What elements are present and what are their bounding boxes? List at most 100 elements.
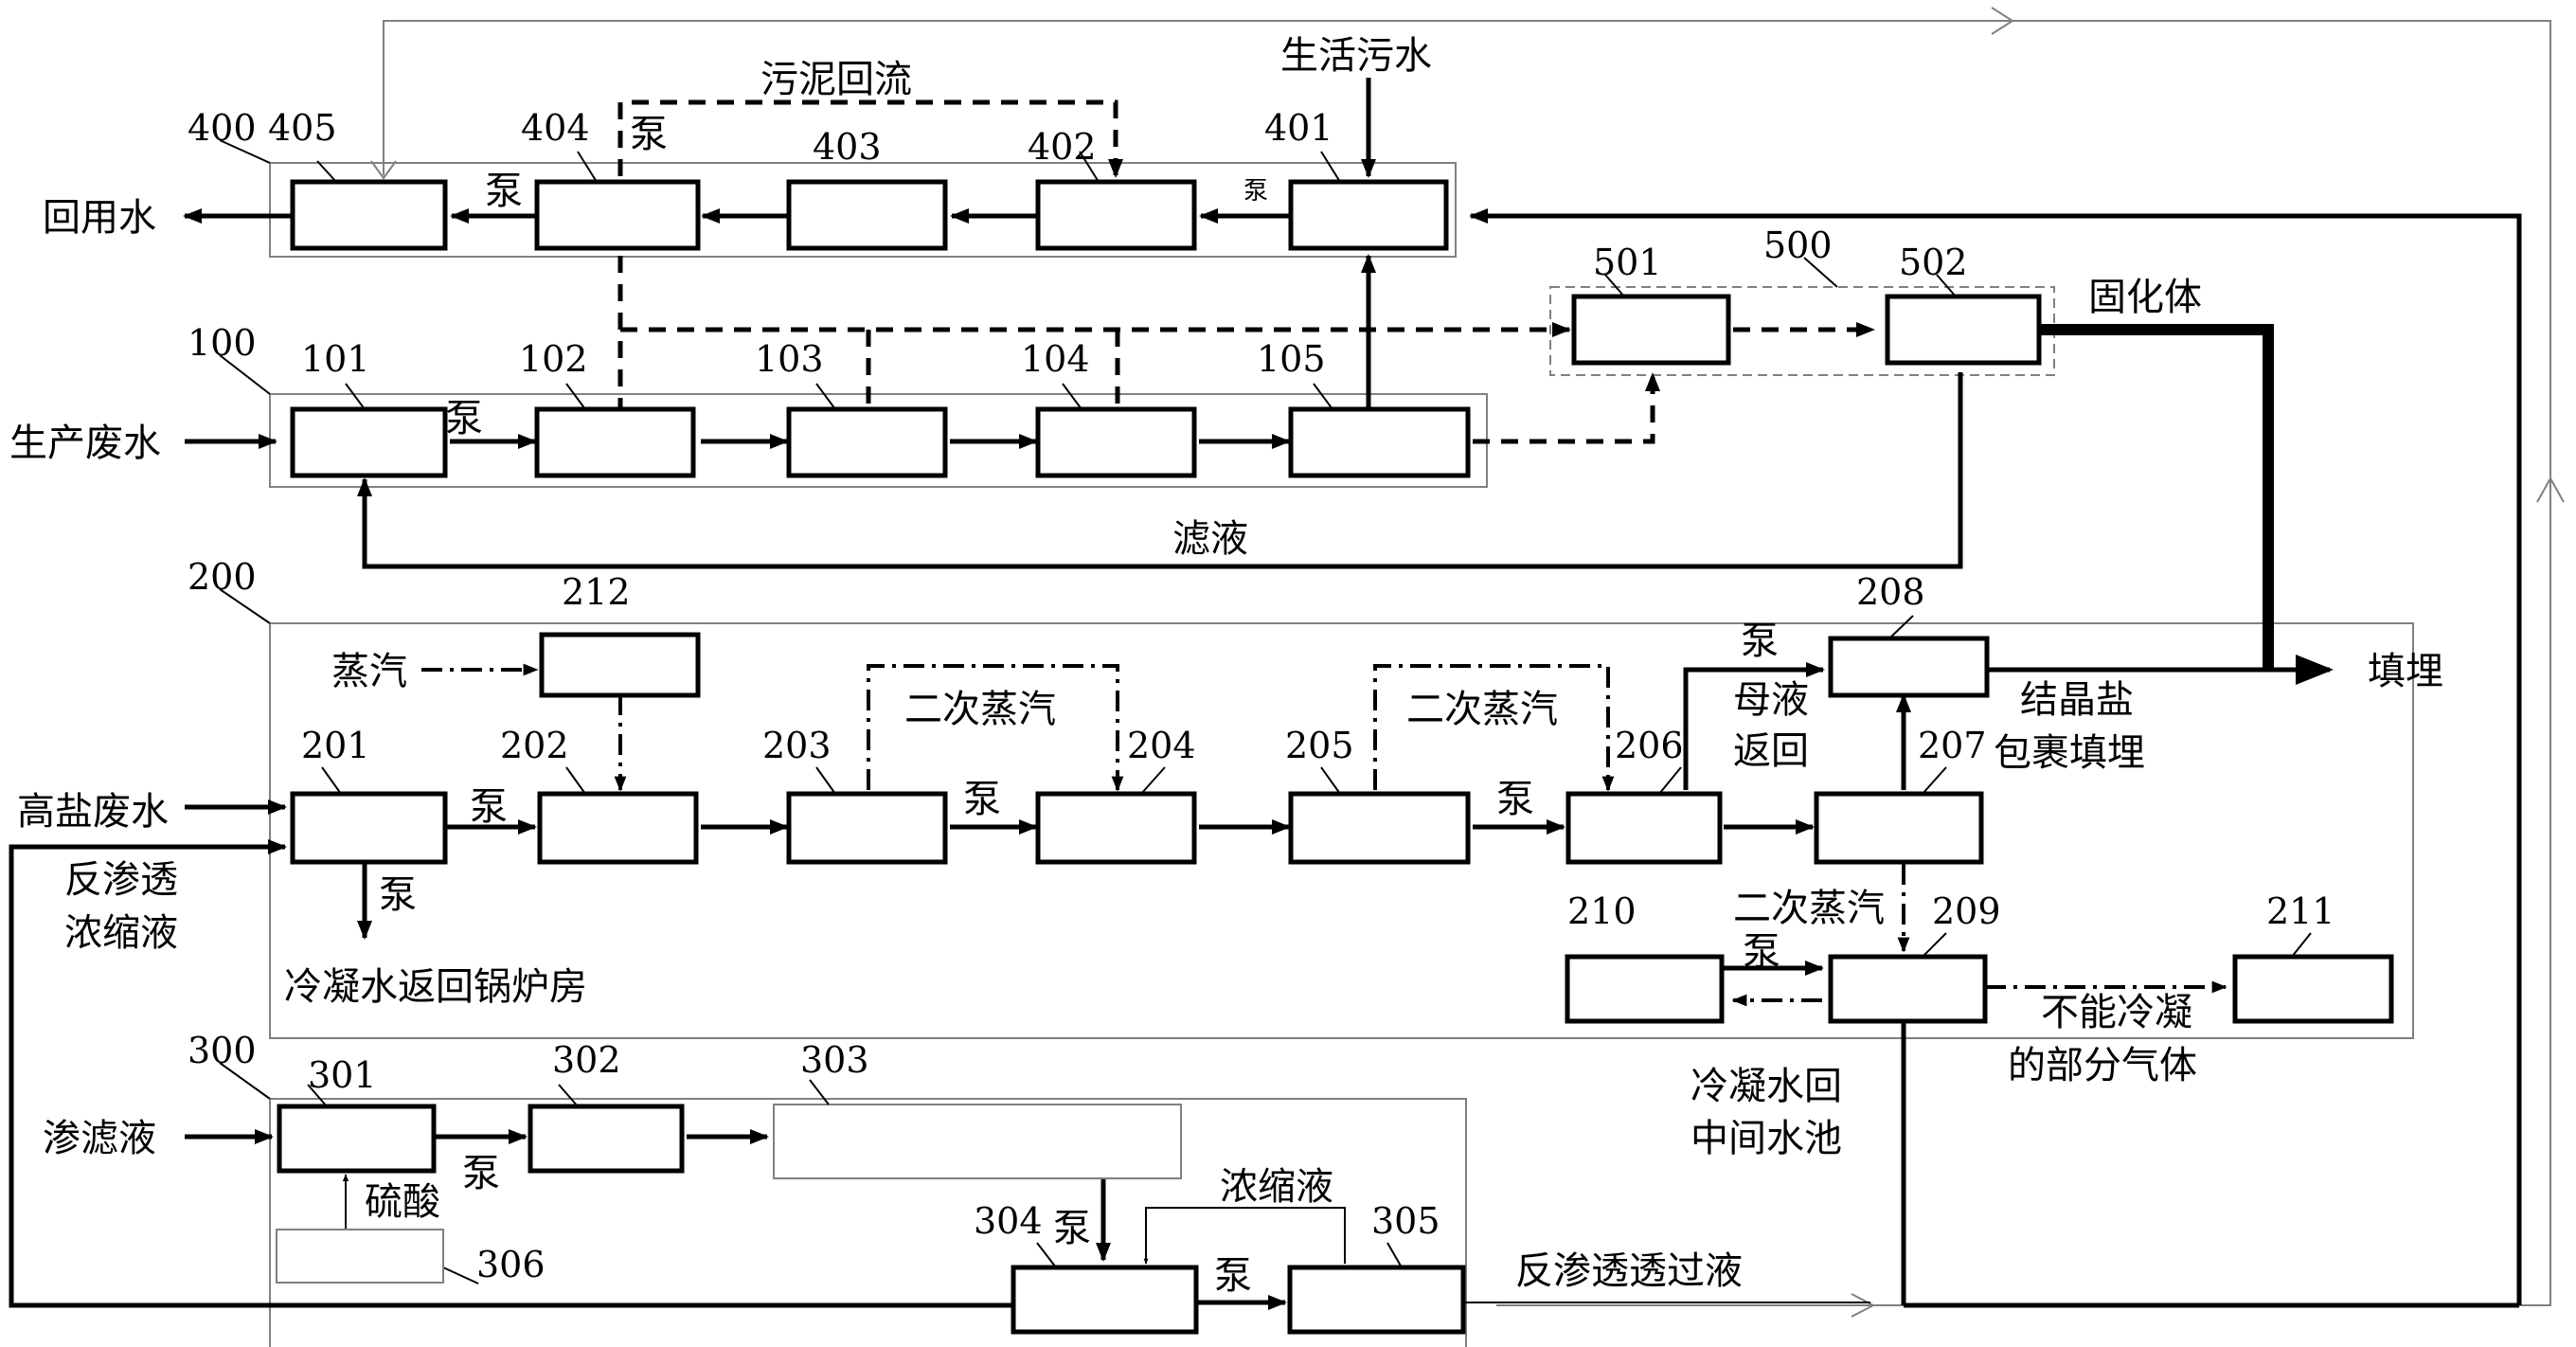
unit-number-405: 405 <box>268 107 337 149</box>
label-concentrate: 浓缩液 <box>1220 1165 1333 1209</box>
unit-number-103: 103 <box>755 338 824 380</box>
unit-number-102: 102 <box>519 338 588 380</box>
unit-number-403: 403 <box>813 126 882 168</box>
unit-number-404: 404 <box>521 107 590 149</box>
group-number-500: 500 <box>1763 224 1833 266</box>
label-pump-205-206: 泵 <box>1496 778 1534 821</box>
unit-105 <box>1288 406 1471 478</box>
unit-103 <box>786 406 948 478</box>
unit-212 <box>539 632 701 698</box>
row-300-lines <box>11 1129 1870 1310</box>
unit-204 <box>1035 791 1197 865</box>
label-pump-404: 泵 <box>630 113 668 156</box>
unit-number-206: 206 <box>1615 725 1684 766</box>
group-number-300: 300 <box>188 1030 257 1071</box>
units-500 <box>1571 294 2042 366</box>
group-number-400: 400 <box>188 107 257 149</box>
label-secondary-steam-203-204: 二次蒸汽 <box>904 688 1056 731</box>
unit-202 <box>537 791 699 865</box>
label-production-wastewater: 生产废水 <box>9 422 161 465</box>
unit-403 <box>786 179 948 251</box>
label-ro-permeate: 反渗透透过液 <box>1515 1249 1743 1293</box>
unit-205 <box>1288 791 1471 865</box>
unit-306 <box>276 1229 444 1284</box>
label-ro-concentrate-2: 浓缩液 <box>64 911 178 955</box>
unit-number-105: 105 <box>1257 338 1326 380</box>
unit-number-201: 201 <box>301 725 370 766</box>
label-filtrate: 滤液 <box>1172 517 1248 561</box>
unit-number-305: 305 <box>1371 1200 1440 1242</box>
units-300 <box>276 1104 1466 1335</box>
label-crystal-salt-2: 包裹填埋 <box>1994 731 2145 775</box>
label-sulfuric-acid: 硫酸 <box>365 1180 440 1224</box>
unit-number-104: 104 <box>1021 338 1090 380</box>
label-condensate-pool-1: 冷凝水回 <box>1690 1065 1842 1108</box>
label-secondary-steam-205-206: 二次蒸汽 <box>1406 688 1558 731</box>
label-high-salt-wastewater: 高盐废水 <box>17 790 169 834</box>
label-noncondensable-1: 不能冷凝 <box>2041 991 2192 1034</box>
unit-104 <box>1035 406 1197 478</box>
unit-number-202: 202 <box>500 725 569 766</box>
label-pump-301-302: 泵 <box>462 1152 500 1195</box>
unit-302 <box>528 1104 685 1174</box>
label-sludge-return: 污泥回流 <box>760 58 912 101</box>
unit-206 <box>1565 791 1723 865</box>
unit-401 <box>1288 179 1449 251</box>
unit-501 <box>1571 294 1731 366</box>
flow-labels: 回用水 生活污水 污泥回流 泵 泵 泵 生产废水 泵 滤液 固化体 填埋 蒸汽 … <box>9 34 2443 1298</box>
unit-102 <box>534 406 696 478</box>
unit-number-208: 208 <box>1856 571 1925 613</box>
unit-number-301: 301 <box>308 1054 377 1096</box>
label-pump-101-102: 泵 <box>445 397 483 440</box>
unit-leaders <box>307 151 2312 1268</box>
label-pump-405-404: 泵 <box>485 170 523 213</box>
unit-number-209: 209 <box>1932 890 2001 932</box>
row-400-lines <box>183 78 2522 1308</box>
label-mother-liquor-2: 返回 <box>1733 729 1809 773</box>
unit-number-306: 306 <box>476 1244 546 1285</box>
unit-number-205: 205 <box>1285 725 1354 766</box>
group-frame-300 <box>269 1098 1467 1347</box>
unit-303 <box>773 1104 1182 1179</box>
unit-301 <box>277 1104 437 1174</box>
unit-number-304: 304 <box>974 1200 1043 1242</box>
label-secondary-steam-207-209: 二次蒸汽 <box>1733 887 1885 930</box>
unit-number-211: 211 <box>2266 890 2335 932</box>
unit-201 <box>290 791 448 865</box>
unit-502 <box>1885 294 2042 366</box>
unit-405 <box>290 179 448 251</box>
label-ro-concentrate-1: 反渗透 <box>64 858 178 902</box>
unit-number-302: 302 <box>552 1039 621 1081</box>
label-condensate-boiler: 冷凝水返回锅炉房 <box>284 965 587 1009</box>
unit-211 <box>2232 954 2394 1024</box>
unit-number-212: 212 <box>562 571 631 613</box>
unit-304 <box>1011 1265 1199 1335</box>
label-domestic-sewage: 生活污水 <box>1280 34 1432 78</box>
unit-number-207: 207 <box>1918 725 1987 766</box>
unit-number-203: 203 <box>762 725 832 766</box>
unit-101 <box>290 406 448 478</box>
label-mother-liquor-1: 母液 <box>1733 678 1809 722</box>
row-100-lines <box>185 372 1963 569</box>
label-crystal-salt-1: 结晶盐 <box>2020 678 2134 722</box>
label-reuse-water: 回用水 <box>43 196 156 240</box>
unit-210 <box>1565 954 1725 1024</box>
label-pump-203-204: 泵 <box>963 778 1001 821</box>
label-solidified-body: 固化体 <box>2088 276 2202 319</box>
label-noncondensable-2: 的部分气体 <box>2008 1044 2197 1087</box>
unit-number-401: 401 <box>1264 107 1333 149</box>
label-pump-206-208: 泵 <box>1741 620 1779 663</box>
label-pump-210-209: 泵 <box>1743 930 1780 974</box>
label-pump-304-305: 泵 <box>1214 1254 1252 1298</box>
label-steam: 蒸汽 <box>331 650 407 693</box>
group-number-100: 100 <box>188 322 257 364</box>
unit-404 <box>534 179 701 251</box>
units-400 <box>290 179 1449 251</box>
label-pump-201-down: 泵 <box>379 873 417 917</box>
label-pump-303-304: 泵 <box>1053 1207 1091 1250</box>
unit-305 <box>1287 1265 1466 1335</box>
unit-number-210: 210 <box>1567 890 1637 932</box>
unit-number-204: 204 <box>1127 725 1196 766</box>
group-number-200: 200 <box>188 556 257 598</box>
